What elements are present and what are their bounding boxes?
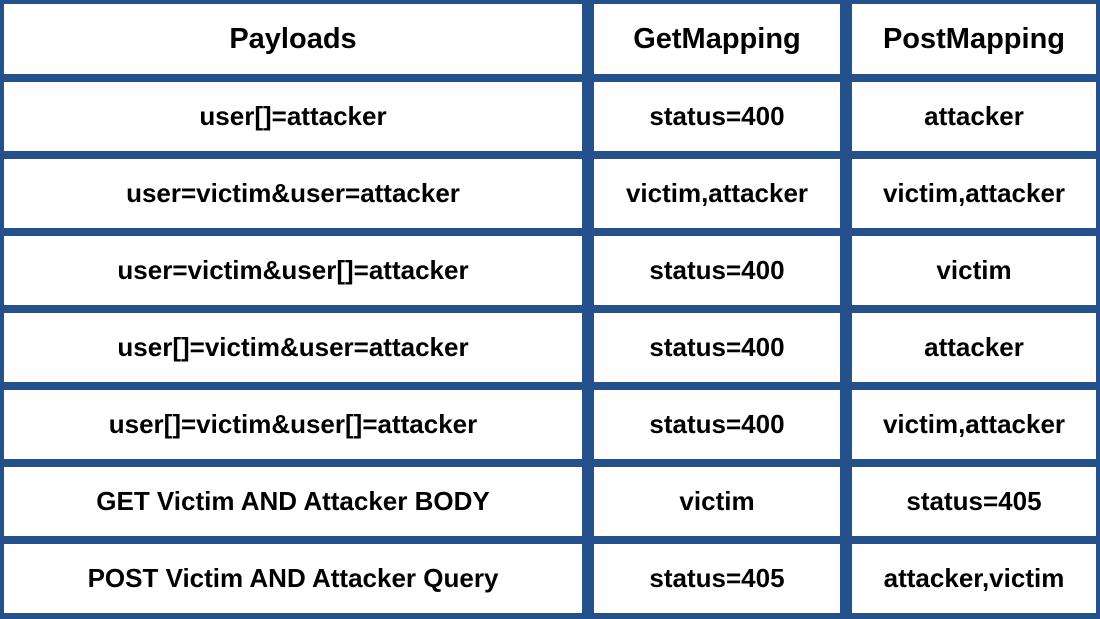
cell-postmapping: victim,attacker bbox=[852, 159, 1096, 228]
row-divider bbox=[4, 74, 1096, 82]
table-row: user=victim&user[]=attacker status=400 v… bbox=[4, 236, 1096, 305]
row-divider bbox=[4, 382, 1096, 390]
column-divider-2 bbox=[840, 390, 852, 459]
cell-payload: GET Victim AND Attacker BODY bbox=[4, 467, 582, 536]
column-divider-1 bbox=[582, 467, 594, 536]
row-divider bbox=[4, 305, 1096, 313]
table-row: user[]=victim&user[]=attacker status=400… bbox=[4, 390, 1096, 459]
cell-getmapping: status=400 bbox=[594, 236, 840, 305]
cell-getmapping: victim bbox=[594, 467, 840, 536]
row-divider bbox=[4, 151, 1096, 159]
cell-payload: user=victim&user[]=attacker bbox=[4, 236, 582, 305]
cell-postmapping: attacker bbox=[852, 313, 1096, 382]
column-header-postmapping: PostMapping bbox=[852, 4, 1096, 74]
column-divider-2 bbox=[840, 236, 852, 305]
column-divider-2 bbox=[840, 4, 852, 74]
cell-postmapping: victim,attacker bbox=[852, 390, 1096, 459]
cell-getmapping: status=405 bbox=[594, 544, 840, 613]
cell-payload: user[]=victim&user[]=attacker bbox=[4, 390, 582, 459]
table-row: user=victim&user=attacker victim,attacke… bbox=[4, 159, 1096, 228]
column-divider-2 bbox=[840, 467, 852, 536]
column-divider-2 bbox=[840, 313, 852, 382]
row-divider bbox=[4, 228, 1096, 236]
cell-payload: POST Victim AND Attacker Query bbox=[4, 544, 582, 613]
column-header-payloads: Payloads bbox=[4, 4, 582, 74]
column-divider-1 bbox=[582, 159, 594, 228]
cell-payload: user=victim&user=attacker bbox=[4, 159, 582, 228]
table-header-row: Payloads GetMapping PostMapping bbox=[4, 4, 1096, 74]
column-divider-1 bbox=[582, 236, 594, 305]
cell-payload: user[]=victim&user=attacker bbox=[4, 313, 582, 382]
column-divider-1 bbox=[582, 313, 594, 382]
cell-payload: user[]=attacker bbox=[4, 82, 582, 151]
table-row: GET Victim AND Attacker BODY victim stat… bbox=[4, 467, 1096, 536]
table-row: POST Victim AND Attacker Query status=40… bbox=[4, 544, 1096, 613]
cell-postmapping: victim bbox=[852, 236, 1096, 305]
column-divider-1 bbox=[582, 82, 594, 151]
cell-postmapping: status=405 bbox=[852, 467, 1096, 536]
cell-getmapping: status=400 bbox=[594, 390, 840, 459]
column-header-getmapping: GetMapping bbox=[594, 4, 840, 74]
cell-postmapping: attacker,victim bbox=[852, 544, 1096, 613]
row-divider bbox=[4, 536, 1096, 544]
cell-getmapping: status=400 bbox=[594, 313, 840, 382]
column-divider-1 bbox=[582, 390, 594, 459]
column-divider-1 bbox=[582, 4, 594, 74]
payload-results-table: Payloads GetMapping PostMapping user[]=a… bbox=[4, 4, 1096, 613]
cell-postmapping: attacker bbox=[852, 82, 1096, 151]
cell-getmapping: status=400 bbox=[594, 82, 840, 151]
table-row: user[]=attacker status=400 attacker bbox=[4, 82, 1096, 151]
row-divider bbox=[4, 459, 1096, 467]
column-divider-2 bbox=[840, 159, 852, 228]
cell-getmapping: victim,attacker bbox=[594, 159, 840, 228]
column-divider-1 bbox=[582, 544, 594, 613]
column-divider-2 bbox=[840, 82, 852, 151]
column-divider-2 bbox=[840, 544, 852, 613]
table-row: user[]=victim&user=attacker status=400 a… bbox=[4, 313, 1096, 382]
